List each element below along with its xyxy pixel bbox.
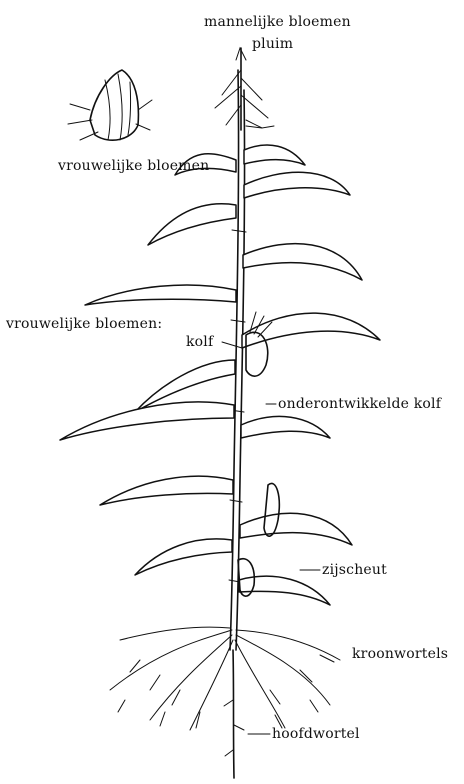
label-cob: kolf (186, 334, 213, 350)
roots-drawing (110, 627, 340, 778)
female-flower-inset-drawing (68, 70, 152, 140)
leaves-left (60, 154, 236, 575)
label-taproot: hoofdwortel (272, 726, 360, 742)
label-undeveloped-cob: onderontwikkelde kolf (278, 396, 441, 412)
label-side-shoot: zijscheut (322, 562, 387, 578)
label-male-flowers: mannelijke bloemen (204, 14, 351, 30)
cob-drawing (238, 312, 279, 596)
label-female-flowers-inset: vrouwelijke bloemen (58, 158, 209, 174)
label-plume: pluim (252, 36, 293, 52)
label-female-flowers-cob: vrouwelijke bloemen: (6, 316, 162, 332)
label-crown-roots: kroonwortels (352, 646, 448, 662)
